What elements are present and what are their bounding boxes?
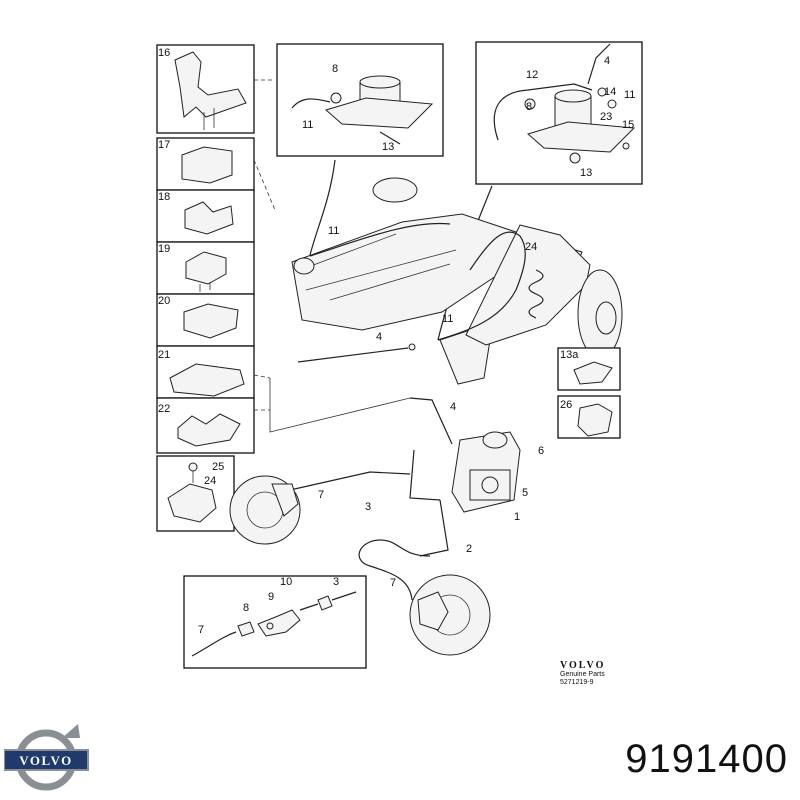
rear-axle-assembly <box>291 177 623 385</box>
callout-11-axle-right: 11 <box>442 313 453 325</box>
detail-box-26 <box>557 395 621 439</box>
detail-box-bottom <box>183 575 367 669</box>
callout-5: 5 <box>522 487 528 499</box>
callout-24-axle: 24 <box>525 241 537 253</box>
callout-3-box: 3 <box>333 576 339 588</box>
callout-13a: 13a <box>560 349 579 361</box>
volvo-logo: VOLVO <box>4 724 89 791</box>
callout-6: 6 <box>538 445 544 457</box>
callout-12: 12 <box>526 69 538 81</box>
box-16 <box>156 44 255 134</box>
callout-8-right: 8 <box>526 101 532 113</box>
callout-8-box: 8 <box>243 602 249 614</box>
callout-14: 14 <box>604 86 616 98</box>
callout-11-axle-left: 11 <box>328 225 339 237</box>
callout-7-box: 7 <box>198 624 204 636</box>
leader-left-detail <box>309 159 336 256</box>
callout-9: 9 <box>268 591 274 603</box>
right-front-brake <box>409 574 491 656</box>
master-cylinder-assembly <box>409 397 521 557</box>
callout-11-left-box: 11 <box>302 119 313 131</box>
stamp-code: 5271219-9 <box>560 678 594 686</box>
part-number: 9191400 <box>625 737 788 781</box>
pipe-4-upper <box>297 347 409 363</box>
callout-17: 17 <box>158 139 170 151</box>
callout-26: 26 <box>560 399 572 411</box>
callout-13-right-box: 13 <box>580 167 592 179</box>
callout-1: 1 <box>514 511 520 523</box>
callout-18: 18 <box>158 191 170 203</box>
pipe-2 <box>358 539 431 601</box>
callout-11-right-box: 11 <box>624 89 635 101</box>
callout-22: 22 <box>158 403 170 415</box>
detail-box-right <box>475 41 643 185</box>
clip-24-drawing <box>167 483 217 523</box>
stamp-brand: VOLVO <box>560 660 606 671</box>
callout-labels: 16 17 18 19 20 21 22 25 24 8 11 13 4 12 … <box>158 47 635 636</box>
callout-20: 20 <box>158 295 170 307</box>
callout-7-left: 7 <box>318 489 324 501</box>
callout-16: 16 <box>158 47 170 59</box>
callout-4-right-box: 4 <box>604 55 610 67</box>
clip-column <box>156 44 276 532</box>
logo-text: VOLVO <box>19 753 72 768</box>
screw-25-drawing <box>188 462 198 472</box>
stamp-subtitle: Genuine Parts <box>560 671 605 678</box>
callout-21: 21 <box>158 349 170 361</box>
callout-10: 10 <box>280 576 292 588</box>
clip-22-drawing <box>177 413 241 447</box>
callout-4-upper-pipe: 4 <box>376 331 382 343</box>
callout-15: 15 <box>622 119 634 131</box>
callout-24-clip: 24 <box>204 475 216 487</box>
volvo-genuine-parts-stamp: VOLVO Genuine Parts 5271219-9 <box>560 660 650 686</box>
pipe-3 <box>289 471 411 491</box>
guide-frame <box>269 378 411 433</box>
clip-18-drawing <box>184 201 234 235</box>
callout-2: 2 <box>466 543 472 555</box>
callout-23: 23 <box>600 111 612 123</box>
clip-17-drawing <box>181 146 233 184</box>
callout-25: 25 <box>212 461 224 473</box>
clip-19-drawing <box>185 251 227 285</box>
clip-20-drawing <box>183 303 239 339</box>
left-front-brake <box>229 475 301 545</box>
callout-13-left-box: 13 <box>382 141 394 153</box>
detail-box-left <box>276 43 444 157</box>
callout-8-left: 8 <box>332 63 338 75</box>
detail-box-13a <box>557 347 621 391</box>
clip-16-drawing <box>174 51 247 118</box>
callout-7-right: 7 <box>390 577 396 589</box>
callout-19: 19 <box>158 243 170 255</box>
clip-21-drawing <box>169 363 245 397</box>
callout-4-mid: 4 <box>450 401 456 413</box>
callout-3-main: 3 <box>365 501 371 513</box>
